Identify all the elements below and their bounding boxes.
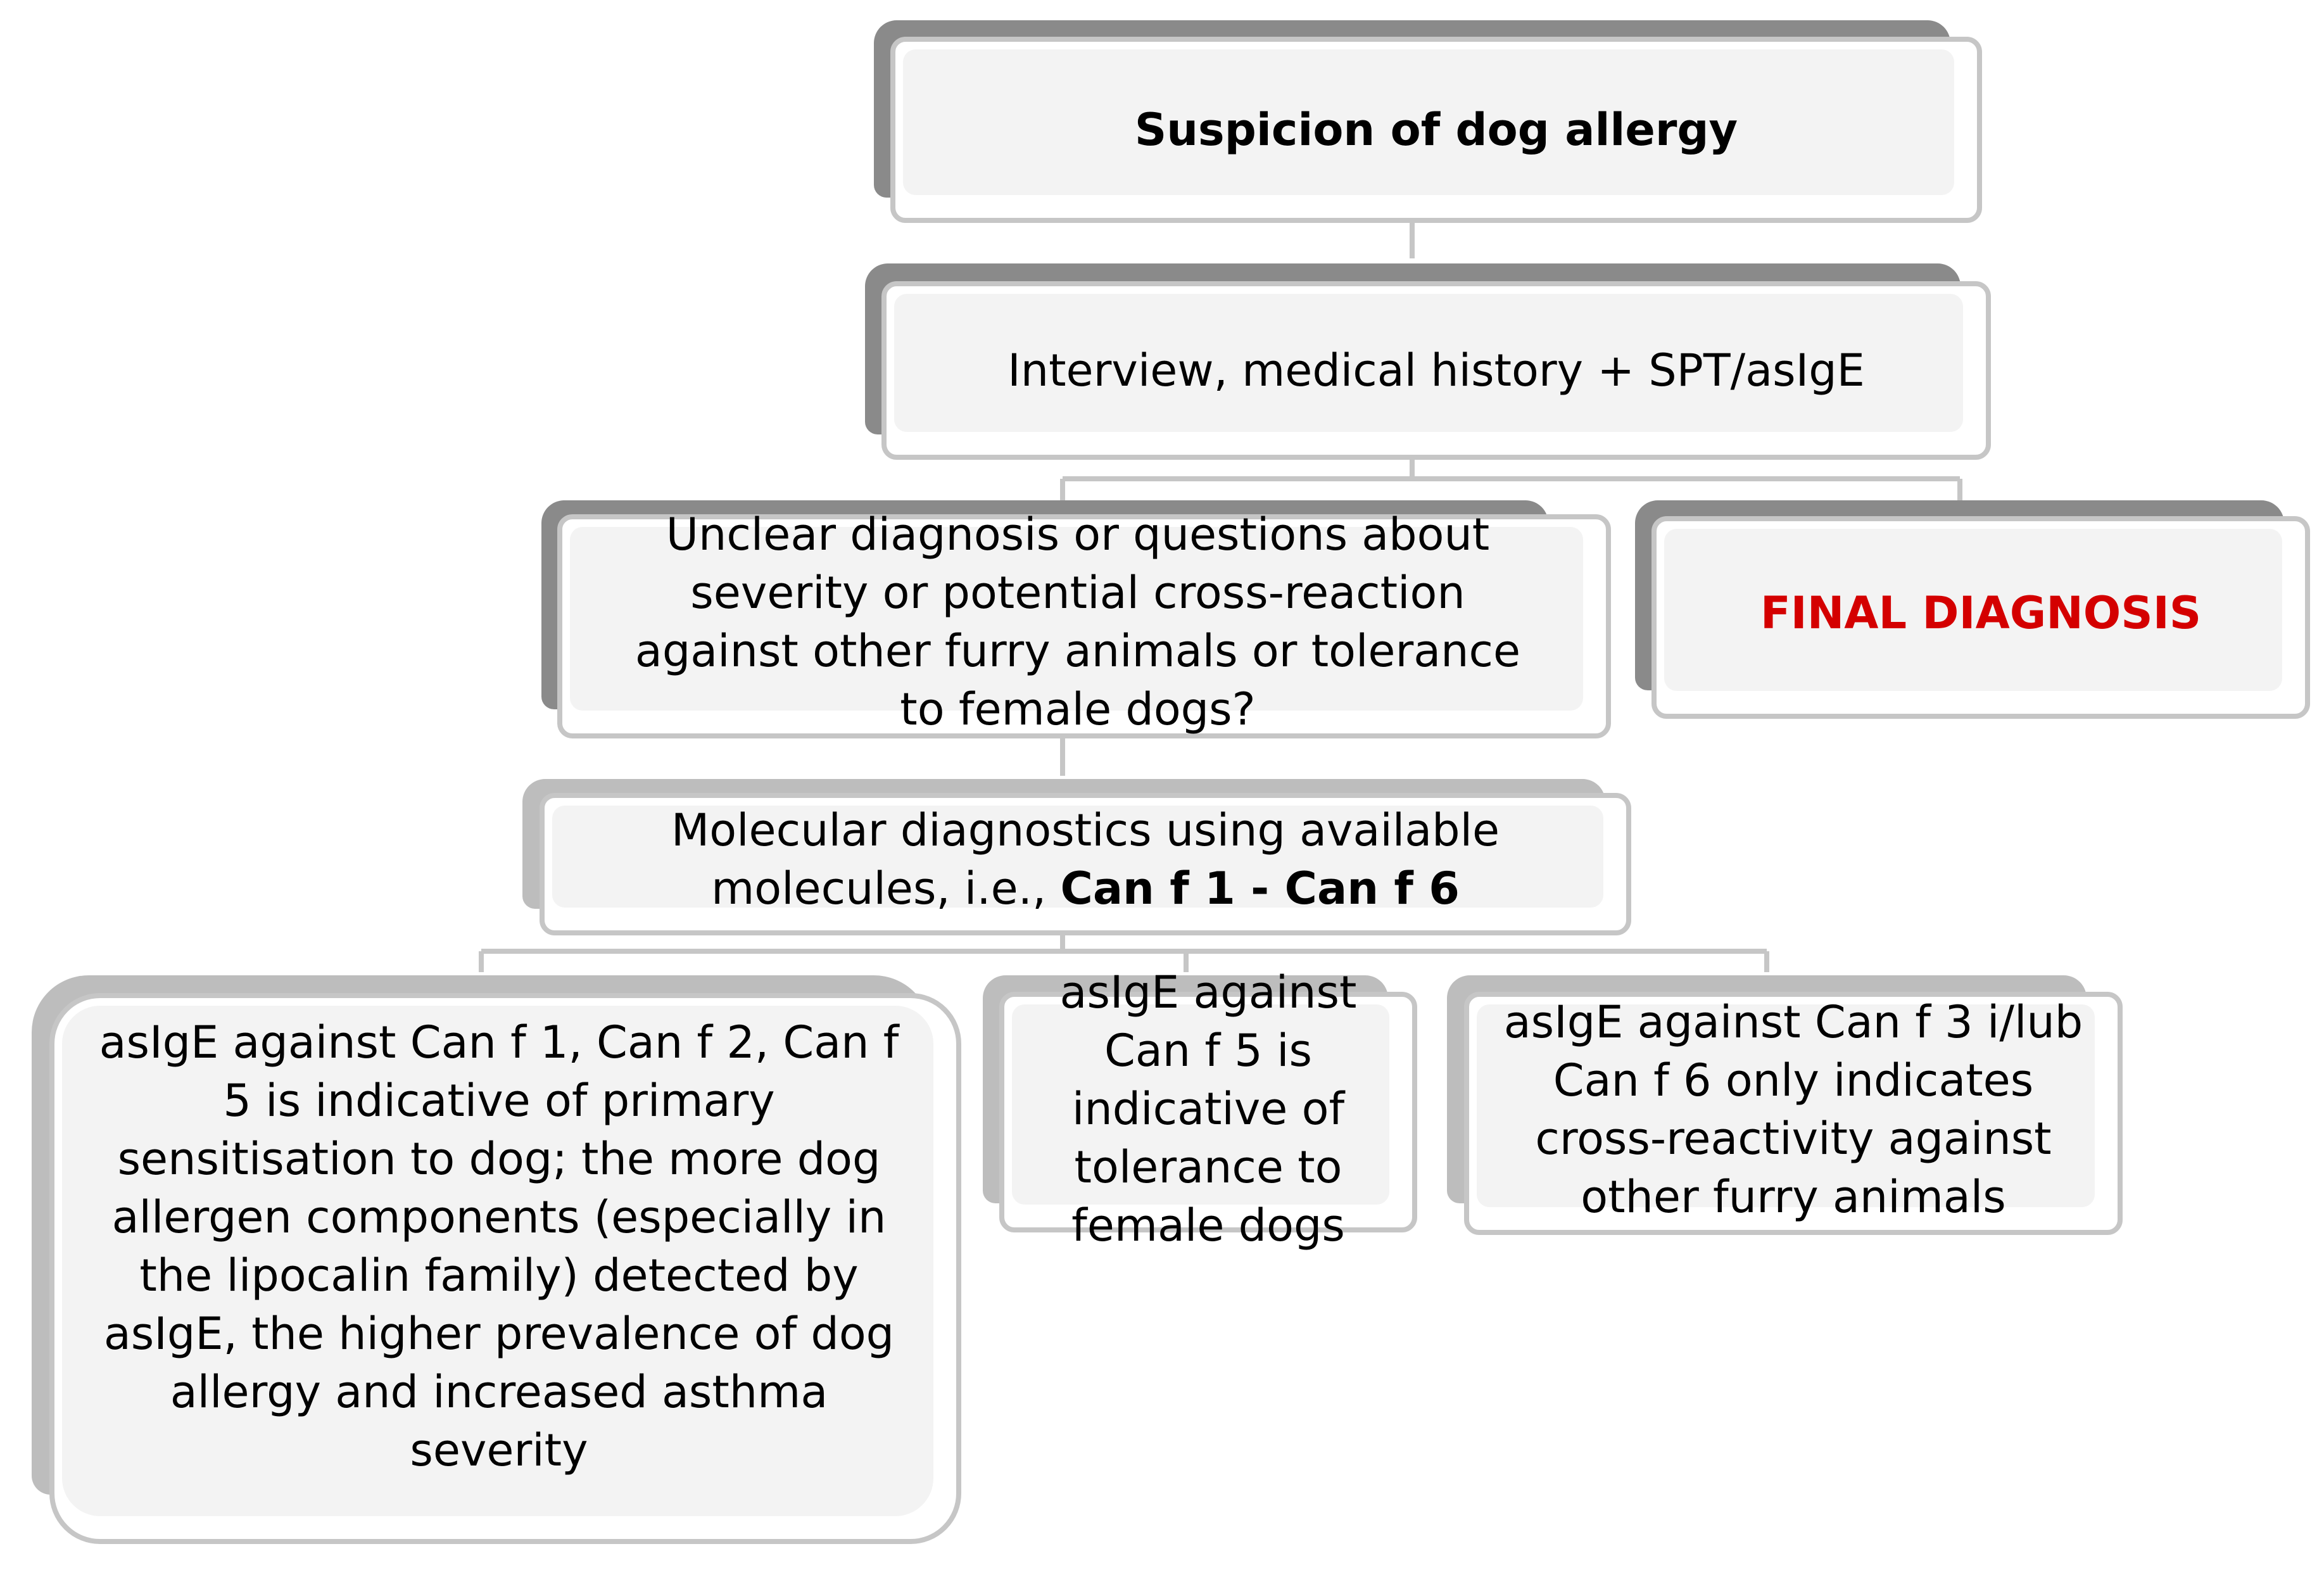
node-interview-label: Interview, medical history + SPT/asIgE <box>1007 345 1865 396</box>
node-primary-label: asIgE against Can f 1, Can f 2, Can f 5 … <box>99 1016 899 1476</box>
node-tolerance-label: asIgE against Can f 5 is indicative of t… <box>1059 966 1357 1251</box>
node-molecular-label: Molecular diagnostics using available mo… <box>545 798 1626 930</box>
node-unclear-label: Unclear diagnosis or questions about sev… <box>635 509 1521 735</box>
node-molecular-text: Molecular diagnostics using available mo… <box>671 804 1500 915</box>
node-suspicion-label: Suspicion of dog allergy <box>1134 104 1738 156</box>
node-cross-label: asIgE against Can f 3 i/lub Can f 6 only… <box>1503 996 2083 1223</box>
node-molecular-text-bold: Can f 1 - Can f 6 <box>1060 862 1460 915</box>
node-final-label: FINAL DIAGNOSIS <box>1760 587 2202 639</box>
